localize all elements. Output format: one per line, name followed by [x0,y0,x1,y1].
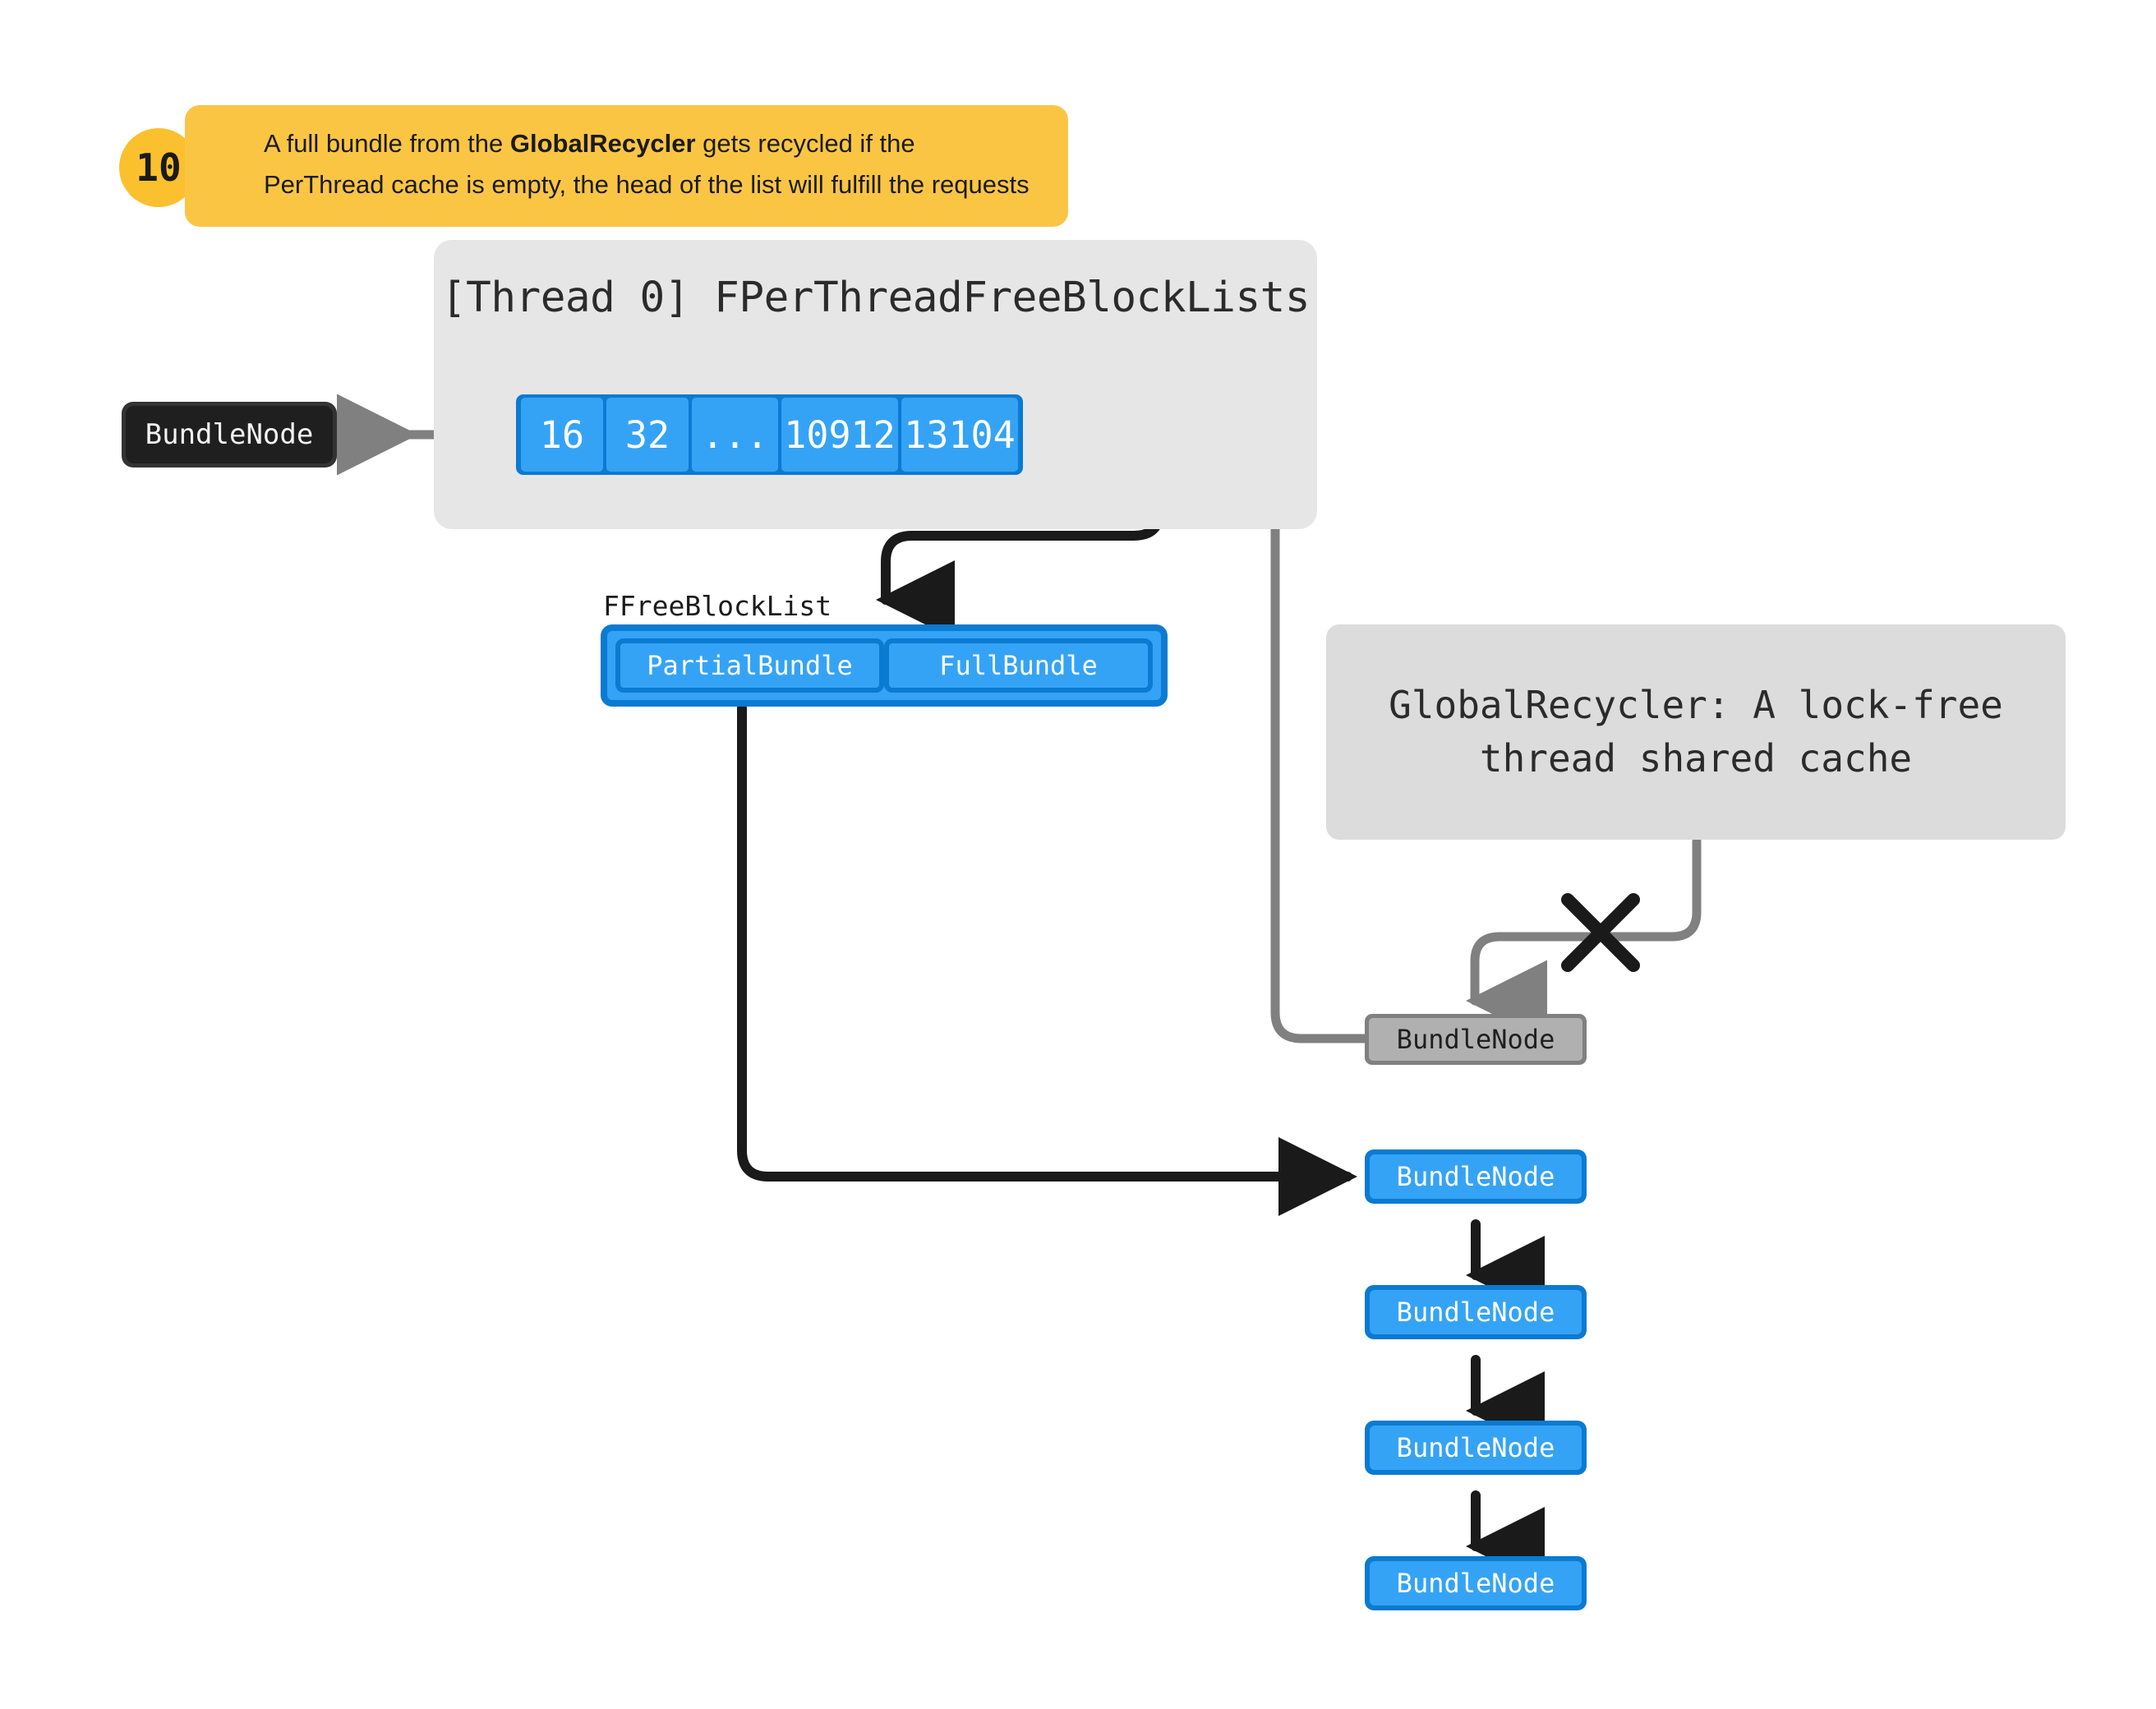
chain-bundle-node[interactable]: BundleNode [1365,1556,1587,1610]
size-class-cell[interactable]: 13104 [901,398,1018,472]
wire-recycler-to-node-blocked [1466,836,1702,1042]
chain-bundle-node[interactable]: BundleNode [1365,1149,1587,1204]
wire-partialbundle-to-chain [737,703,1357,1216]
thread-panel-title: [Thread 0] FPerThreadFreeBlockLists [440,274,1311,322]
global-recycler-line-1: GlobalRecycler: A lock-free [1389,682,2003,727]
callout-text: A full bundle from the GlobalRecycler ge… [264,123,1040,205]
free-block-list-box: PartialBundle FullBundle [601,624,1168,707]
size-class-cell[interactable]: ... [692,398,778,472]
callout-text-bold: GlobalRecycler [509,129,696,158]
chain-bundle-node[interactable]: BundleNode [1365,1285,1587,1339]
global-recycler-panel: GlobalRecycler: A lock-free thread share… [1326,624,2066,840]
thread-panel [434,240,1317,529]
chain-bundle-node-label: BundleNode [1370,1290,1582,1334]
callout-body: A full bundle from the GlobalRecycler ge… [185,105,1068,228]
chain-bundle-node[interactable]: BundleNode [1365,1421,1587,1475]
callout-text-after: gets recycled if the PerThread cache is … [264,129,1030,200]
head-bundle-node[interactable]: BundleNode [122,402,337,468]
chain-bundle-node-label: BundleNode [1370,1561,1582,1605]
callout-text-before: A full bundle from the [264,129,510,158]
full-bundle-slot[interactable]: FullBundle [884,638,1153,693]
size-class-cell-row: 16 32 ... 10912 13104 [516,394,1023,475]
recycled-bundle-node[interactable]: BundleNode [1365,1014,1587,1065]
size-class-cell[interactable]: 16 [521,398,603,472]
cross-mark-icon [1561,893,1640,972]
chain-bundle-node-label: BundleNode [1370,1426,1582,1470]
chain-bundle-node-label: BundleNode [1370,1154,1582,1199]
free-block-list-label: FFreeBlockList [603,590,832,622]
partial-bundle-slot[interactable]: PartialBundle [615,638,884,693]
global-recycler-line-2: thread shared cache [1479,736,1913,781]
head-bundle-node-label: BundleNode [126,406,333,463]
recycled-bundle-node-label: BundleNode [1369,1018,1582,1061]
global-recycler-text: GlobalRecycler: A lock-free thread share… [1389,679,2003,786]
size-class-cell[interactable]: 32 [606,398,689,472]
size-class-cell[interactable]: 10912 [781,398,898,472]
